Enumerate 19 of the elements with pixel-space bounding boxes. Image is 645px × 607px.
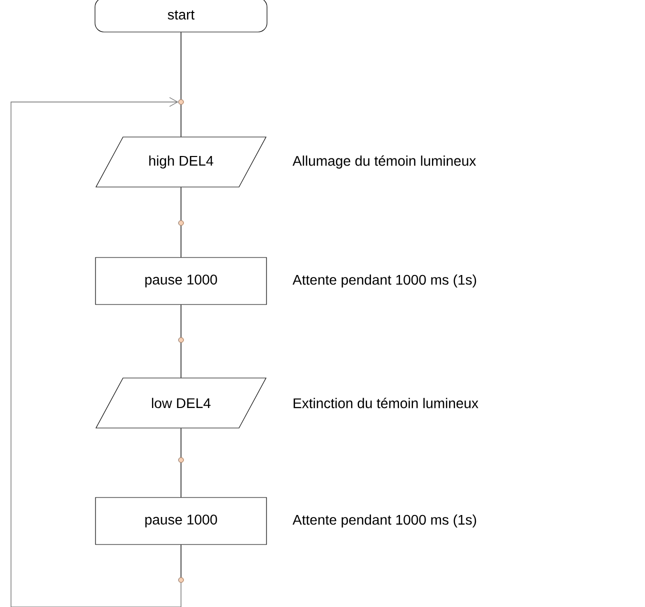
- connector-line: [180, 104, 182, 138]
- io-parallelogram: high DEL4: [96, 136, 266, 188]
- terminal-box: start: [94, 0, 268, 32]
- connector-line: [180, 186, 182, 221]
- connector-line: [180, 304, 182, 338]
- connector-line: [180, 428, 182, 458]
- process-box: pause 1000: [95, 257, 267, 305]
- connector-line: [180, 225, 182, 258]
- connector-line: [180, 32, 182, 100]
- io-parallelogram: low DEL4: [96, 378, 266, 428]
- connector-line: [180, 462, 182, 498]
- connector-line: [180, 342, 182, 378]
- description-text: Attente pendant 1000 ms (1s): [292, 514, 476, 528]
- description-text: Extinction du témoin lumineux: [294, 398, 478, 408]
- loop-arrow: [10, 97, 182, 607]
- connector-line: [180, 544, 182, 578]
- process-box: pause 1000: [95, 497, 267, 545]
- description-text: Attente pendant 1000 ms (1s): [292, 274, 476, 288]
- description-text: Allumage du témoin lumineux: [292, 155, 476, 169]
